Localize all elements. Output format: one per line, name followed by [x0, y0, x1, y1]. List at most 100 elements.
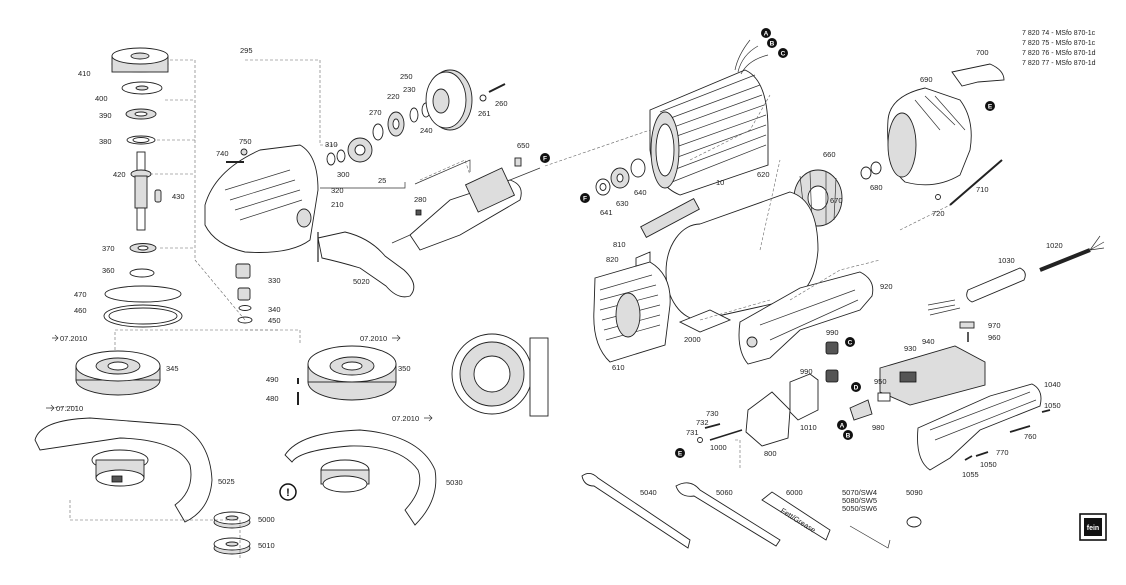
label-810: 810	[613, 240, 626, 249]
label-430: 430	[172, 192, 185, 201]
callout-b-mid: B	[846, 433, 851, 440]
callout-bubbles: A B C F F E C D A B E	[540, 28, 995, 458]
label-670: 670	[830, 196, 843, 205]
label-700: 700	[976, 48, 989, 57]
callout-e-bottom: E	[678, 451, 683, 458]
label-310: 310	[325, 140, 338, 149]
flange-345	[75, 350, 161, 396]
label-25: 25	[378, 176, 386, 185]
label-641: 641	[600, 208, 613, 217]
label-1050-a: 1050	[1044, 401, 1061, 410]
label-1020: 1020	[1046, 241, 1063, 250]
label-470: 470	[74, 290, 87, 299]
label-10: 10	[716, 178, 724, 187]
label-710: 710	[976, 185, 989, 194]
label-5020: 5020	[353, 277, 370, 286]
guard-5025	[34, 417, 213, 523]
ref-mark-3: 07.2010	[360, 334, 387, 343]
warning-icon: !	[279, 483, 297, 501]
label-750: 750	[239, 137, 252, 146]
label-800: 800	[764, 449, 777, 458]
label-6000: 6000	[786, 488, 803, 497]
label-260: 260	[495, 99, 508, 108]
svg-text:!: !	[286, 487, 290, 499]
part-labels: 410 400 390 380 420 430 370 360 470 460 …	[74, 46, 1063, 550]
label-1000: 1000	[710, 443, 727, 452]
label-350: 350	[398, 364, 411, 373]
label-320: 320	[331, 186, 344, 195]
label-5025: 5025	[218, 477, 235, 486]
model-line-4: 7 820 77 - MSfo 870-1d	[1022, 60, 1096, 67]
label-680: 680	[870, 183, 883, 192]
kit-label-3: 5050/SW6	[842, 504, 877, 513]
label-650: 650	[517, 141, 530, 150]
label-660: 660	[823, 150, 836, 159]
label-460: 460	[74, 306, 87, 315]
kit-label-1: 5070/SW4	[842, 488, 877, 497]
model-line-1: 7 820 74 - MSfo 870-1c	[1022, 30, 1096, 37]
brand-logo-text: fein	[1087, 525, 1099, 532]
label-420: 420	[113, 170, 126, 179]
label-5060: 5060	[716, 488, 733, 497]
handle-housing	[697, 271, 986, 447]
label-1030: 1030	[998, 256, 1015, 265]
label-690: 690	[920, 75, 933, 84]
label-960: 960	[988, 333, 1001, 342]
label-230: 230	[403, 85, 416, 94]
label-345: 345	[166, 364, 179, 373]
model-list: 7 820 74 - MSfo 870-1c 7 820 75 - MSfo 8…	[1022, 30, 1096, 67]
label-220: 220	[387, 92, 400, 101]
label-250: 250	[400, 72, 413, 81]
callout-f-right: F	[543, 156, 547, 163]
label-920: 920	[880, 282, 893, 291]
label-450: 450	[268, 316, 281, 325]
reference-marks: 07.2010 07.2010 07.2010 07.2010	[46, 334, 433, 423]
power-cable	[927, 235, 1105, 316]
ref-mark-4: 07.2010	[392, 414, 419, 423]
label-210: 210	[331, 200, 344, 209]
label-5040: 5040	[640, 488, 657, 497]
model-line-3: 7 820 76 - MSfo 870-1d	[1022, 50, 1096, 57]
fan-cover	[887, 63, 1005, 206]
guard-5030	[284, 429, 437, 526]
label-480: 480	[266, 394, 279, 403]
label-261: 261	[478, 109, 491, 118]
model-line-2: 7 820 75 - MSfo 870-1c	[1022, 40, 1096, 47]
clamping-flange-disc	[451, 333, 549, 417]
spindle-assembly	[103, 47, 183, 328]
callout-e-top: E	[988, 104, 993, 111]
callout-a-mid: A	[840, 423, 845, 430]
label-930: 930	[904, 344, 917, 353]
label-950: 950	[874, 377, 887, 386]
label-5090: 5090	[906, 488, 923, 497]
flange-350	[297, 345, 397, 405]
label-760: 760	[1024, 432, 1037, 441]
leader-lines	[49, 59, 951, 560]
rear-handle	[917, 383, 1051, 471]
stator-assembly	[593, 39, 882, 363]
label-940: 940	[922, 337, 935, 346]
label-390: 390	[99, 111, 112, 120]
label-731: 731	[686, 428, 699, 437]
label-990-b: 990	[800, 367, 813, 376]
label-300: 300	[337, 170, 350, 179]
label-280: 280	[414, 195, 427, 204]
label-732: 732	[696, 418, 709, 427]
label-295: 295	[240, 46, 253, 55]
callout-d: D	[854, 385, 859, 392]
label-1050-b: 1050	[980, 460, 997, 469]
label-630: 630	[616, 199, 629, 208]
label-240: 240	[420, 126, 433, 135]
label-610: 610	[612, 363, 625, 372]
label-980: 980	[872, 423, 885, 432]
label-1055: 1055	[962, 470, 979, 479]
fein-logo: fein	[1079, 513, 1107, 541]
flange-nuts	[213, 511, 251, 555]
label-640: 640	[634, 188, 647, 197]
label-330: 330	[268, 276, 281, 285]
label-1040: 1040	[1044, 380, 1061, 389]
callout-a-top: A	[764, 31, 769, 38]
label-2000: 2000	[684, 335, 701, 344]
